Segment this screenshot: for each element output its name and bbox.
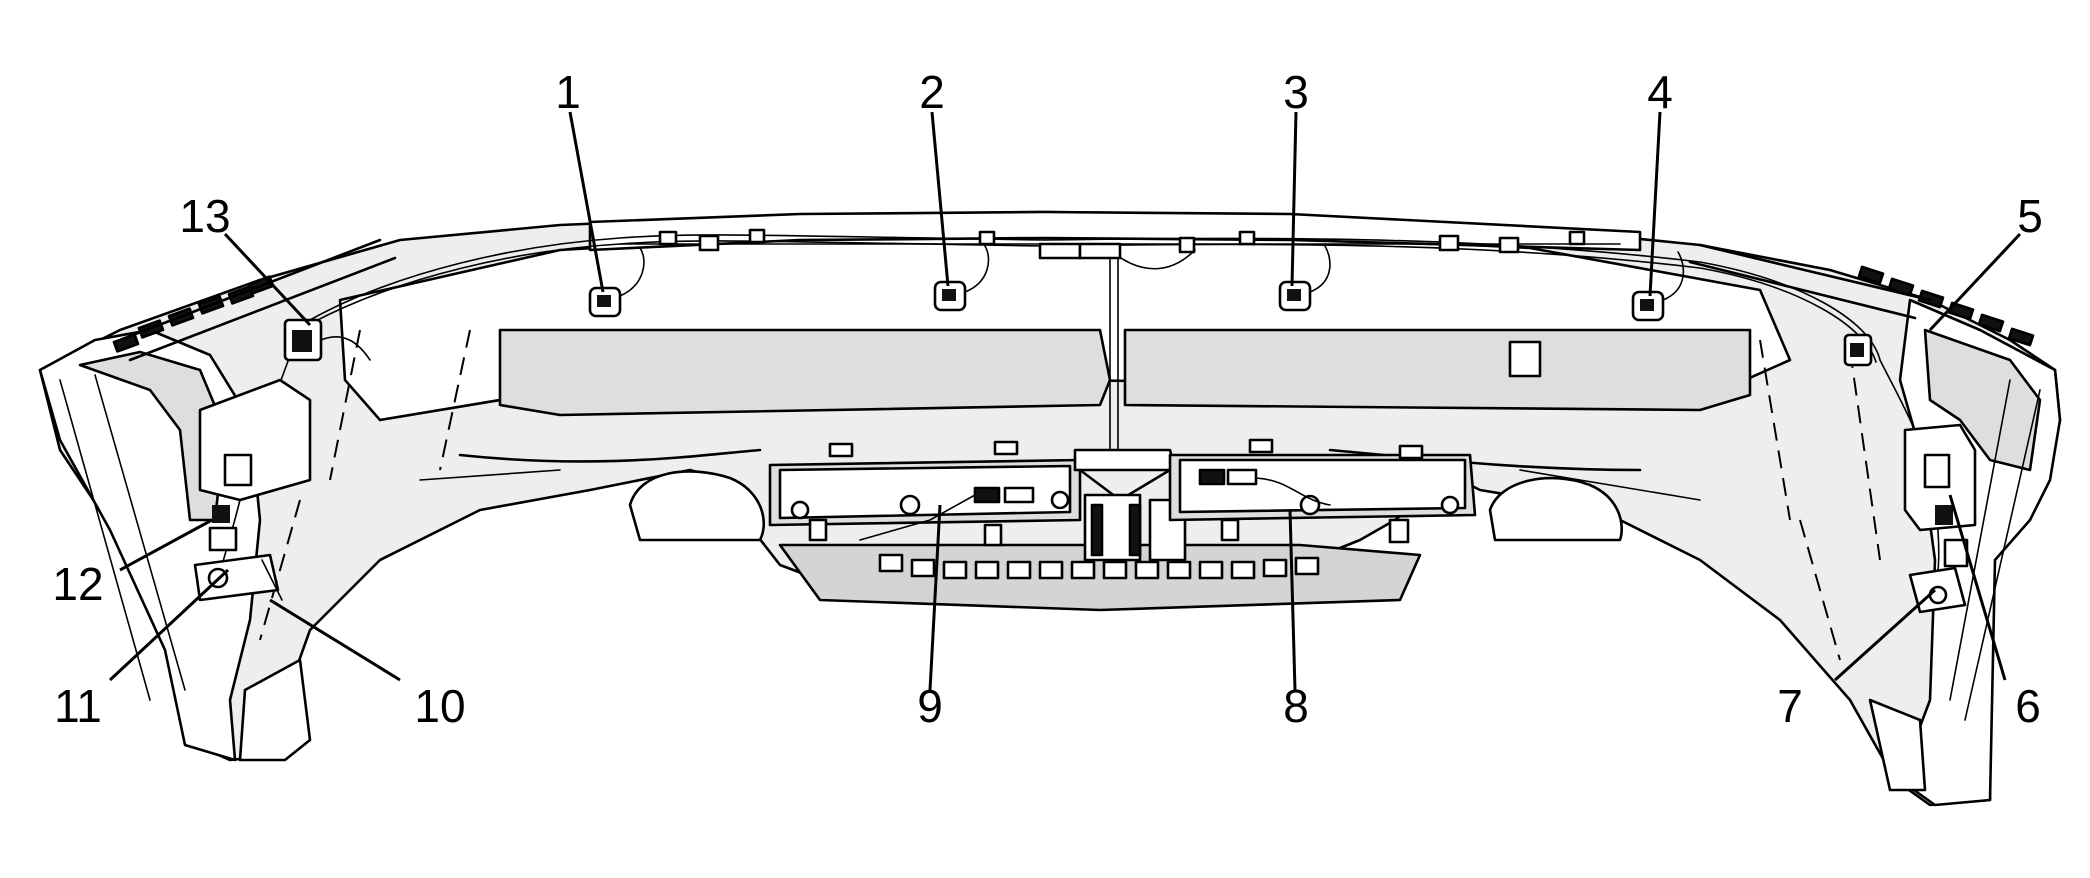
- leader-6: [1948, 494, 2007, 681]
- parking-sensor-2: [933, 245, 990, 312]
- right-upper-connector: [1843, 333, 1873, 367]
- callout-7: 7: [1777, 680, 1803, 732]
- rail-clips: [658, 228, 1586, 378]
- left-license-bracket: [768, 440, 1082, 547]
- callout-13: 13: [179, 190, 230, 242]
- callout-9: 9: [917, 680, 943, 732]
- leader-4: [1648, 111, 1662, 297]
- leader-2: [930, 111, 950, 287]
- leader-8: [1288, 509, 1297, 691]
- leader-13: [223, 232, 312, 327]
- right-license-bracket: [1168, 438, 1477, 544]
- leader-10: [269, 598, 401, 682]
- callout-11: 11: [54, 680, 102, 732]
- leader-9: [928, 504, 942, 691]
- callout-12: 12: [52, 558, 103, 610]
- left-bracket-assembly: [193, 378, 312, 602]
- callout-10: 10: [414, 680, 465, 732]
- leader-3: [1290, 111, 1298, 287]
- left-upper-connector: [283, 318, 371, 362]
- right-bracket-assembly: [1903, 423, 1977, 614]
- callout-4: 4: [1647, 66, 1673, 118]
- callout-labels: 1 2 3 4 5 6 7 8 9 10 11 12 13: [52, 66, 2042, 732]
- leader-7: [1833, 588, 1937, 682]
- leader-11: [108, 568, 230, 682]
- leader-1: [568, 111, 605, 293]
- callout-5: 5: [2017, 190, 2043, 242]
- leader-5: [1928, 232, 2022, 332]
- callout-3: 3: [1283, 66, 1309, 118]
- right-vent-slats: [1857, 265, 2035, 347]
- center-mount: [1073, 448, 1187, 562]
- leader-lines: [108, 111, 2022, 691]
- leader-12: [119, 518, 213, 572]
- parking-sensor-3: [1278, 245, 1331, 312]
- callout-6: 6: [2015, 680, 2041, 732]
- diffuser-slots: [878, 553, 1320, 580]
- callout-1: 1: [555, 66, 581, 118]
- parking-sensor-4: [1631, 251, 1685, 322]
- parking-sensor-1: [588, 247, 645, 318]
- callout-2: 2: [919, 66, 945, 118]
- callout-8: 8: [1283, 680, 1309, 732]
